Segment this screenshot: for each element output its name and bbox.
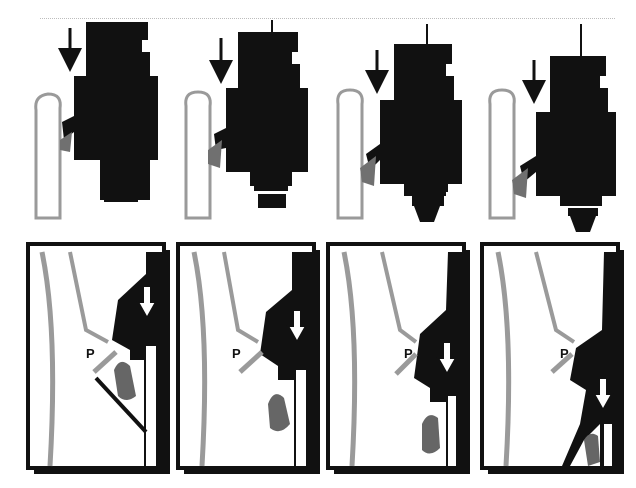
top-stage-4 [490,24,616,232]
position-label-p: P [560,346,569,361]
bottom-stage-4: P [482,244,624,474]
ribbed-plug [252,172,292,208]
bottom-stage-2: P [178,244,320,474]
ribbed-plug [408,184,448,222]
ribbed-plug [564,196,602,232]
lock-tab [422,415,440,453]
latch-outline [338,90,363,218]
top-dotted-rule [40,18,615,19]
bottom-stage-3: P [328,244,470,474]
top-stage-2 [186,20,308,218]
latch-outline [186,92,211,218]
slot-opening [296,370,306,466]
position-label-p: P [232,346,241,361]
top-stage-1 [36,22,158,218]
slot-opening [604,424,612,466]
bottom-stage-1: P [28,244,170,474]
latch-outline [490,90,515,218]
connector-body [366,44,462,196]
connector-body [214,32,308,186]
position-label-p: P [404,346,413,361]
slot-opening [146,346,156,466]
position-label-p: P [86,346,95,361]
slot-opening [448,396,456,466]
top-stage-3 [338,24,462,222]
latch-outline [36,94,61,218]
